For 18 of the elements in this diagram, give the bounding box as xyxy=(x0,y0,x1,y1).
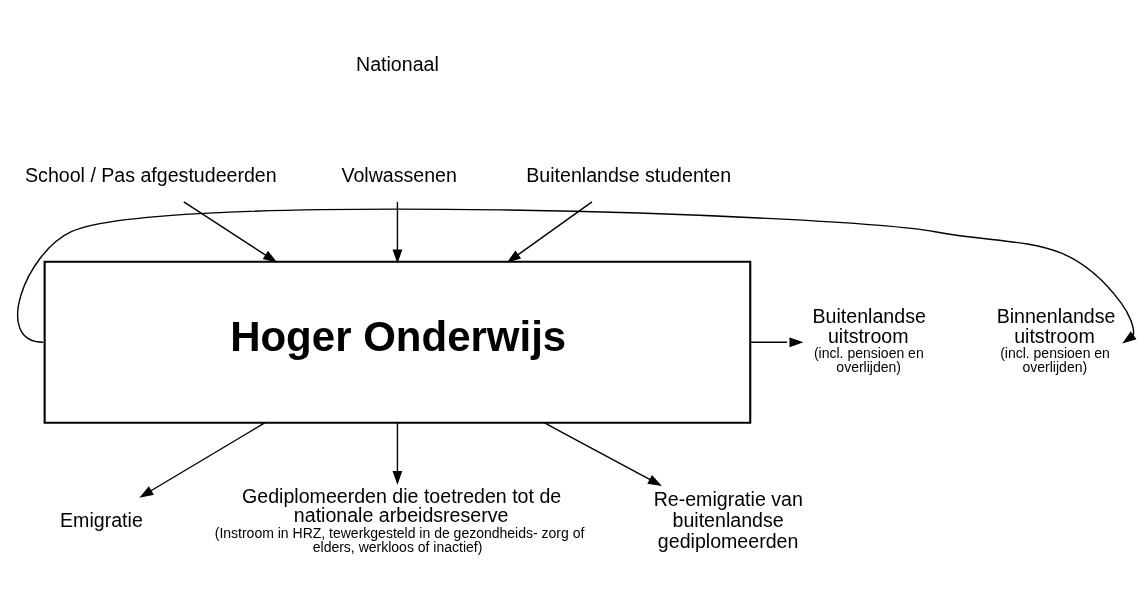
node-text: School / Pas afgestudeerden xyxy=(25,163,277,186)
arrow xyxy=(392,422,403,485)
label: Nationaal xyxy=(356,52,439,75)
arrow xyxy=(506,201,593,263)
node-text: Buitenlandse uitstroom (incl. pensioen en overlijden) xyxy=(812,304,926,375)
arrow xyxy=(183,201,278,263)
arrow xyxy=(139,422,266,498)
node-text: Volwassenen xyxy=(341,163,457,186)
arrow xyxy=(749,337,804,348)
node-text: Buitenlandse studenten xyxy=(526,163,732,186)
arrow xyxy=(543,422,662,487)
node-box: Hoger Onderwijs xyxy=(43,260,752,424)
node-text: Emigratie xyxy=(60,509,143,532)
node-text: Re-emigratie van buitenlandse gediplomeerden xyxy=(653,488,803,553)
arrow xyxy=(17,208,1137,344)
arrow xyxy=(392,201,403,264)
node-text: Gediplomeerden die toetreden tot de nationale arbeidsreserve (Instroom in HRZ, tewerkgesteld in de gezondheids- zorg of elders, werkloos of inactief) xyxy=(214,484,585,555)
node-text: Binnenlandse uitstroom (incl. pensioen en overlijden) xyxy=(996,304,1116,375)
